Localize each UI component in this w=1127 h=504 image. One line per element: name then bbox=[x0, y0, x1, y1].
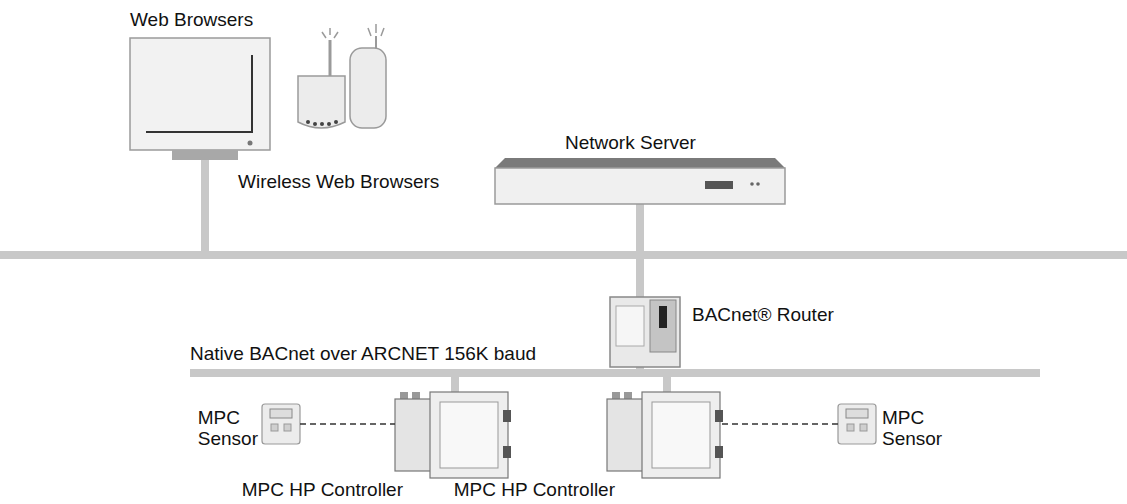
server-led bbox=[756, 182, 760, 186]
pager-key bbox=[313, 122, 317, 126]
monitor-stand bbox=[172, 150, 238, 160]
phone-body bbox=[350, 48, 386, 128]
sensor-button bbox=[860, 424, 867, 431]
sensor-button bbox=[847, 424, 854, 431]
pager-icon bbox=[298, 28, 345, 128]
router-panel bbox=[616, 306, 644, 346]
router-icon bbox=[610, 297, 680, 367]
browser-workstation: Web Browsers bbox=[130, 38, 270, 160]
server-icon bbox=[495, 158, 785, 204]
pager-antenna bbox=[329, 40, 332, 78]
monitor-screen-line bbox=[146, 55, 252, 132]
device-label: MPC HP Controller bbox=[242, 480, 403, 501]
room-sensor: MPC Sensor bbox=[838, 404, 876, 444]
monitor-body bbox=[130, 38, 270, 150]
device-label: BACnet® Router bbox=[692, 305, 834, 326]
sensor-icon bbox=[262, 404, 300, 444]
pager-key bbox=[320, 122, 324, 126]
hp-controller: MPC HP Controller bbox=[607, 390, 722, 478]
controller-icon bbox=[607, 392, 723, 478]
terminal-block bbox=[503, 410, 511, 422]
controller-body bbox=[430, 392, 508, 478]
router-module bbox=[650, 300, 676, 352]
terminal-block bbox=[715, 446, 723, 458]
hp-controller: MPC HP Controller bbox=[395, 390, 510, 478]
monitor-icon bbox=[130, 38, 270, 160]
controller-icon bbox=[395, 392, 511, 478]
phone-icon bbox=[350, 24, 386, 128]
ethernet-bus bbox=[0, 251, 1127, 259]
sensor-button bbox=[271, 424, 278, 431]
browser-drop bbox=[201, 159, 209, 253]
signal-mark bbox=[368, 24, 384, 36]
bacnet-router: BACnet® Router bbox=[610, 297, 680, 367]
pager-key bbox=[327, 122, 331, 126]
device-label: MPC HP Controller bbox=[454, 480, 615, 501]
pager-key bbox=[334, 120, 338, 124]
controller-drop bbox=[663, 375, 671, 393]
router-body bbox=[610, 297, 680, 367]
device-label: MPC Sensor bbox=[198, 408, 258, 450]
sensor-button bbox=[284, 424, 291, 431]
pager-body bbox=[298, 76, 345, 128]
device-label: Wireless Web Browsers bbox=[238, 172, 439, 193]
pager-key bbox=[306, 120, 310, 124]
controller-body bbox=[642, 392, 720, 478]
controller-drop bbox=[451, 375, 459, 393]
server-drop bbox=[636, 203, 644, 253]
arcnet-bus bbox=[190, 369, 1040, 377]
room-sensor: MPC Sensor bbox=[262, 404, 300, 444]
server-port bbox=[705, 181, 733, 189]
sensor-cable bbox=[722, 423, 838, 425]
device-label: MPC Sensor bbox=[882, 408, 942, 450]
sensor-display bbox=[270, 409, 292, 418]
sensor-body bbox=[262, 404, 300, 444]
network-server: Network Server bbox=[495, 158, 785, 204]
wireless-device: Wireless Web Browsers bbox=[298, 30, 388, 135]
device-label: Web Browsers bbox=[130, 10, 253, 31]
network-label: Native BACnet over ARCNET 156K baud bbox=[190, 344, 536, 365]
sensor-icon bbox=[838, 404, 876, 444]
sensor-body bbox=[838, 404, 876, 444]
sensor-display bbox=[846, 409, 868, 418]
server-top bbox=[495, 158, 785, 168]
sensor-cable bbox=[300, 423, 395, 425]
signal-mark bbox=[322, 28, 338, 38]
router-port bbox=[659, 306, 667, 328]
controller-module bbox=[607, 399, 645, 471]
terminal-block bbox=[715, 410, 723, 422]
server-led bbox=[750, 182, 754, 186]
controller-panel bbox=[440, 402, 498, 468]
monitor-led bbox=[248, 141, 253, 146]
controller-module bbox=[395, 399, 433, 471]
controller-panel bbox=[652, 402, 710, 468]
server-front bbox=[495, 168, 785, 204]
router-drop bbox=[636, 257, 644, 299]
device-label: Network Server bbox=[565, 133, 696, 154]
terminal-block bbox=[503, 446, 511, 458]
